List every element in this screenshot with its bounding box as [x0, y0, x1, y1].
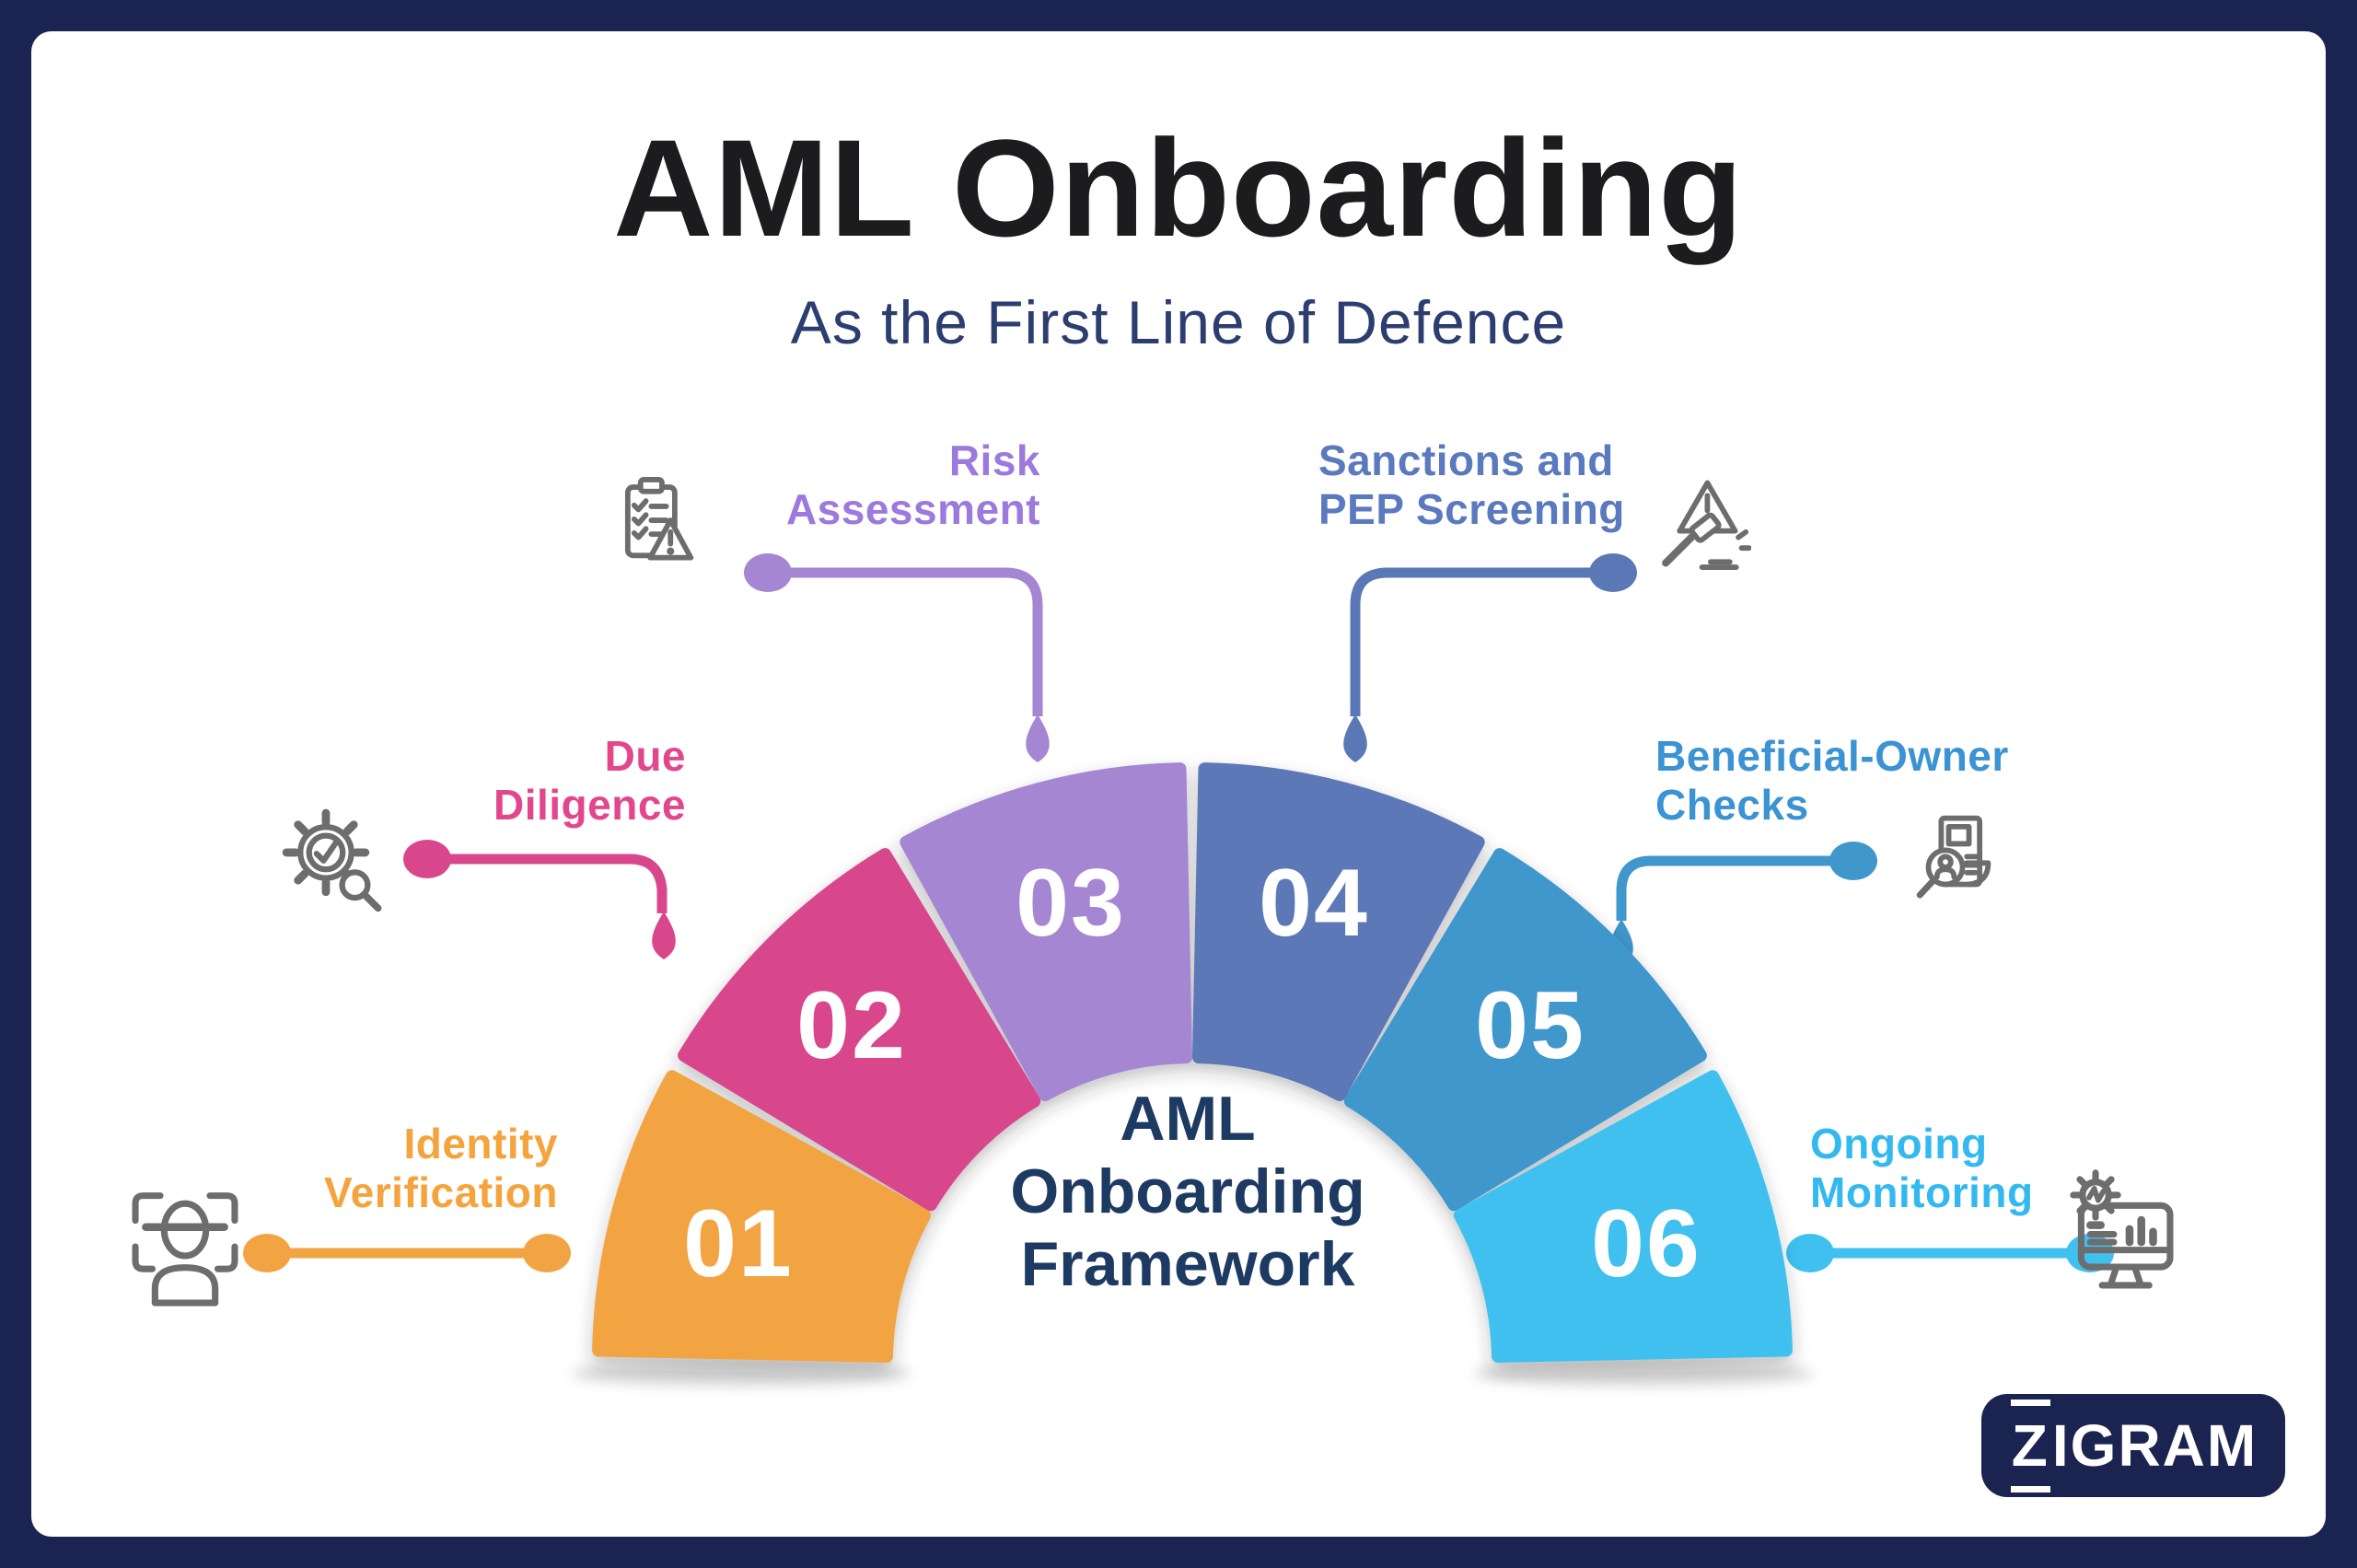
arch-base-shadow-right [1473, 1362, 1814, 1386]
label-identity-verification: Identity Verification [6, 1120, 558, 1217]
label-line: Diligence [493, 781, 686, 829]
gear-check-magnifier-icon [273, 803, 389, 921]
segment-number-06: 06 [1591, 1191, 1701, 1297]
center-line-1: AML [1120, 1084, 1256, 1154]
label-line: Risk [948, 436, 1040, 484]
label-line: Beneficial-Owner [1655, 732, 2009, 780]
label-line: Checks [1655, 781, 1809, 829]
page-title: AML Onboarding [613, 110, 1744, 265]
segment-number-04: 04 [1259, 850, 1369, 957]
label-line: Verification [324, 1168, 558, 1216]
arch-segment-01 [592, 1070, 932, 1363]
label-due-diligence: Due Diligence [134, 732, 686, 830]
segment-number-03: 03 [1016, 850, 1126, 957]
logo-letters-rest: IGRAM [2051, 1412, 2258, 1479]
clipboard-warning-icon [602, 471, 709, 582]
center-framework-text: AML Onboarding Framework [907, 1083, 1469, 1301]
arch-base-shadow-left [571, 1362, 911, 1386]
arch-segment-05 [1343, 848, 1707, 1212]
connector-05 [1609, 842, 1877, 967]
label-line: PEP Screening [1318, 485, 1625, 533]
center-line-2: Onboarding [1010, 1156, 1365, 1226]
connector-02 [403, 840, 676, 959]
connector-03 [744, 553, 1050, 762]
segment-number-02: 02 [796, 972, 907, 1079]
label-line: Sanctions and [1318, 436, 1614, 484]
label-line: Due [604, 732, 686, 780]
label-line: Ongoing [1810, 1120, 1988, 1167]
connector-04 [1343, 553, 1637, 762]
face-scan-icon [120, 1177, 250, 1317]
gavel-warning-icon [1644, 471, 1752, 582]
center-line-3: Framework [1020, 1229, 1355, 1299]
arch-segment-04 [1192, 762, 1485, 1101]
page-subtitle: As the First Line of Defence [790, 288, 1567, 356]
connector-01 [243, 1234, 571, 1272]
label-line: Assessment [785, 485, 1040, 533]
arch-segment-03 [900, 762, 1192, 1101]
label-line: Monitoring [1810, 1168, 2034, 1216]
label-line: Identity [403, 1120, 558, 1167]
label-sanctions-pep-screening: Sanctions and PEP Screening [1318, 436, 1871, 534]
label-risk-assessment: Risk Assessment [488, 436, 1040, 534]
segment-number-05: 05 [1475, 972, 1585, 1079]
document-magnifier-person-icon [1898, 801, 2005, 921]
logo-letter-z: Z [2009, 1400, 2052, 1493]
segment-number-01: 01 [683, 1191, 794, 1297]
label-beneficial-owner-checks: Beneficial-Owner Checks [1655, 732, 2208, 830]
monitor-chart-gear-icon [2055, 1166, 2186, 1306]
arch-segment-02 [678, 848, 1041, 1212]
arch-segment-06 [1453, 1070, 1793, 1363]
label-ongoing-monitoring: Ongoing Monitoring [1810, 1120, 2357, 1217]
